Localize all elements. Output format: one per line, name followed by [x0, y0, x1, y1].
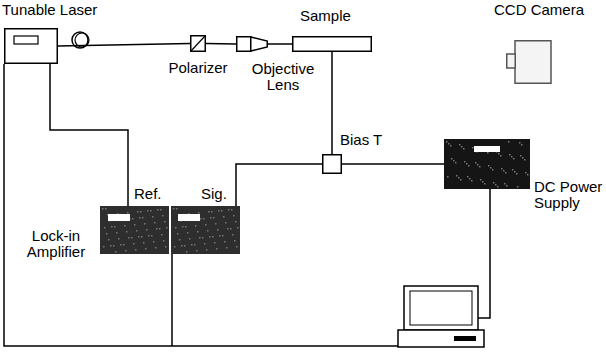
objective-lens: Objective Lens — [236, 36, 268, 52]
port-label: Ref. — [134, 186, 174, 202]
lock-in-box-outline — [100, 206, 240, 254]
bias-tee-box-outline — [322, 154, 342, 174]
sample-box-outline — [292, 36, 372, 52]
camera-box: CCD Camera — [506, 40, 552, 84]
connector — [342, 163, 444, 165]
dc-supply-box-outline — [444, 139, 530, 189]
computer — [398, 286, 484, 347]
component-label: Lock-in Amplifier — [16, 228, 96, 260]
connector — [268, 43, 292, 45]
polarizer-cube-outline — [190, 35, 206, 52]
component-label: Sample — [300, 8, 370, 24]
wire — [478, 189, 490, 318]
laser-box-outline — [4, 28, 58, 64]
wire — [171, 254, 173, 346]
objective-lens-outline — [236, 36, 268, 52]
connector — [58, 44, 190, 47]
bias-tee-box: Bias T — [322, 154, 342, 174]
dc-supply-box: DC Power Supply — [444, 139, 530, 189]
port-label: Sig. — [201, 186, 241, 202]
lock-in-box: Lock-in AmplifierRef.Sig. — [100, 206, 240, 254]
component-label: Polarizer — [160, 60, 236, 76]
sample-box: Sample — [292, 36, 372, 52]
connector — [50, 64, 128, 206]
camera-box-outline — [506, 40, 552, 84]
component-label: Objective Lens — [244, 61, 322, 93]
polarizer-cube: Polarizer — [190, 35, 206, 52]
connector — [236, 164, 322, 206]
component-label: Tunable Laser — [2, 2, 122, 18]
component-label: CCD Camera — [494, 2, 594, 18]
laser-box: Tunable Laser — [4, 28, 58, 64]
component-label: Bias T — [340, 132, 400, 148]
connector — [331, 52, 333, 154]
component-label: DC Power Supply — [534, 179, 604, 211]
connector — [206, 43, 236, 45]
wire — [4, 64, 398, 346]
